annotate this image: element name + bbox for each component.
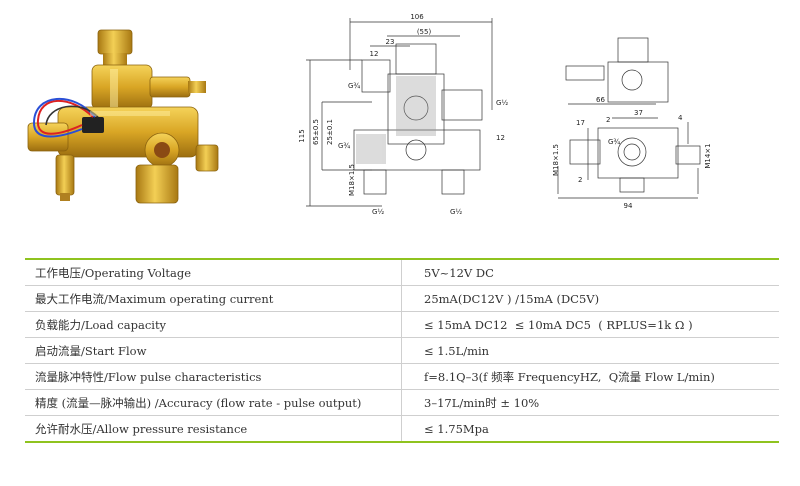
spec-value: ≤ 1.5L/min bbox=[401, 337, 779, 364]
table-row: 启动流量/Start Flow ≤ 1.5L/min bbox=[25, 337, 779, 364]
dim-65: 65±0.5 bbox=[312, 119, 320, 145]
table-row: 工作电压/Operating Voltage 5V~12V DC bbox=[25, 258, 779, 286]
side-view-drawing: 66 37 17 4 2 2 94 M18×1.5 G¾ M14×1 bbox=[552, 37, 712, 210]
dim-2a: 2 bbox=[606, 116, 610, 124]
spec-param: 允许耐水压/Allow pressure resistance bbox=[25, 415, 402, 443]
dim-lower-m: M18×1.5 bbox=[348, 164, 356, 196]
spec-value: ≤ 15mA DC12 ≤ 10mA DC5 ( RPLUS=1k Ω ) bbox=[401, 311, 779, 338]
dim-25: 25±0.1 bbox=[326, 119, 334, 145]
spec-param: 最大工作电流/Maximum operating current bbox=[25, 285, 402, 312]
dim-4: 4 bbox=[678, 114, 683, 122]
dim-left-g: G¾ bbox=[608, 138, 620, 146]
dim-lower-g34: G¾ bbox=[338, 142, 350, 150]
table-row: 允许耐水压/Allow pressure resistance ≤ 1.75Mp… bbox=[25, 415, 779, 443]
spec-value: 5V~12V DC bbox=[401, 258, 779, 286]
dim-66: 66 bbox=[596, 96, 605, 104]
dim-bottom-g1: G½ bbox=[372, 208, 384, 216]
dim-right-12: 12 bbox=[496, 134, 505, 142]
dim-17: 17 bbox=[576, 119, 585, 127]
dim-left-g34: G¾ bbox=[348, 82, 360, 90]
dim-94: 94 bbox=[624, 202, 633, 210]
table-row: 精度 (流量—脉冲输出) /Accuracy (flow rate - puls… bbox=[25, 389, 779, 416]
dim-55: (55) bbox=[417, 28, 432, 36]
dim-right-m: M14×1 bbox=[704, 143, 712, 168]
dim-106: 106 bbox=[410, 13, 424, 21]
dim-right-g12: G½ bbox=[496, 99, 508, 107]
valve-photo bbox=[27, 29, 219, 204]
front-view-drawing: 106 (55) 23 12 115 65±0.5 25±0.1 G¾ G½ 1… bbox=[298, 13, 508, 216]
spec-param: 工作电压/Operating Voltage bbox=[25, 258, 402, 286]
spec-param: 流量脉冲特性/Flow pulse characteristics bbox=[25, 363, 402, 390]
dim-23: 23 bbox=[386, 38, 395, 46]
spec-param: 启动流量/Start Flow bbox=[25, 337, 402, 364]
dim-37: 37 bbox=[634, 109, 643, 117]
spec-value: 3–17L/min时 ± 10% bbox=[401, 389, 779, 416]
dim-115: 115 bbox=[298, 129, 306, 142]
dim-bottom-g2: G½ bbox=[450, 208, 462, 216]
spec-param: 负载能力/Load capacity bbox=[25, 311, 402, 338]
dim-2b: 2 bbox=[578, 176, 582, 184]
dim-12: 12 bbox=[370, 50, 379, 58]
table-row: 流量脉冲特性/Flow pulse characteristics f=8.1Q… bbox=[25, 363, 779, 390]
spec-value: 25mA(DC12V ) /15mA (DC5V) bbox=[401, 285, 779, 312]
table-row: 最大工作电流/Maximum operating current 25mA(DC… bbox=[25, 285, 779, 312]
table-row: 负载能力/Load capacity ≤ 15mA DC12 ≤ 10mA DC… bbox=[25, 311, 779, 338]
spec-value: ≤ 1.75Mpa bbox=[401, 415, 779, 443]
dim-left-m: M18×1.5 bbox=[552, 144, 560, 176]
spec-table: 工作电压/Operating Voltage 5V~12V DC 最大工作电流/… bbox=[25, 258, 779, 443]
spec-value: f=8.1Q–3(f 频率 FrequencyHZ, Q流量 Flow L/mi… bbox=[401, 363, 779, 390]
spec-param: 精度 (流量—脉冲输出) /Accuracy (flow rate - puls… bbox=[25, 389, 402, 416]
